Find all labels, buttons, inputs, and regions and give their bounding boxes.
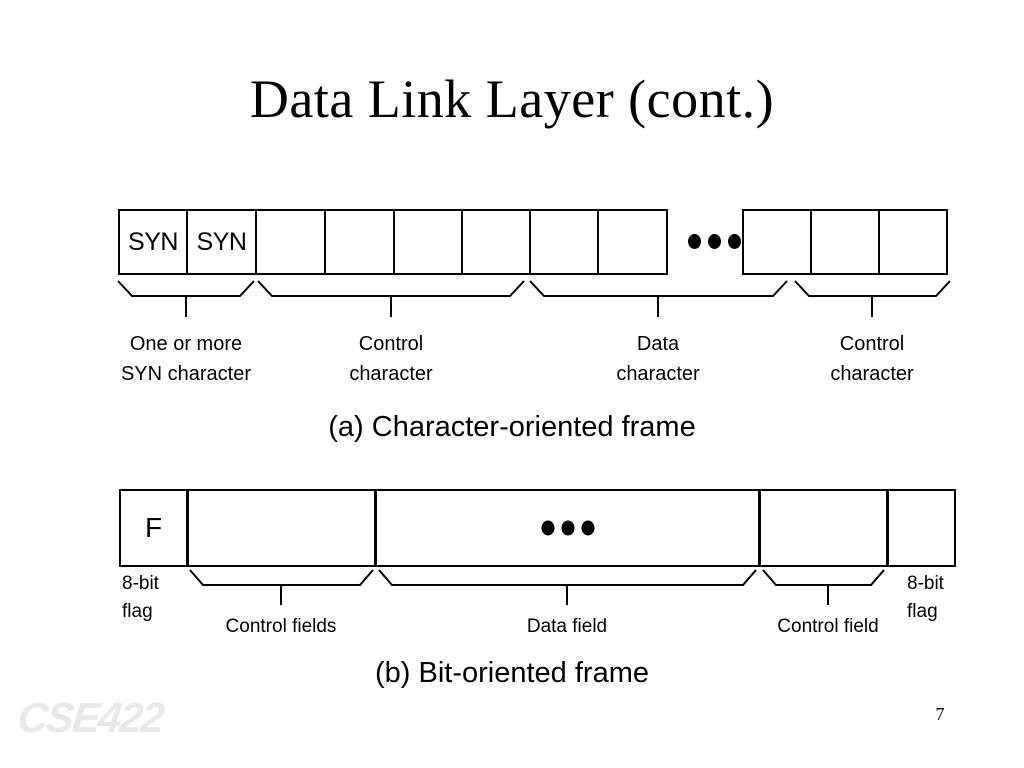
page-title: Data Link Layer (cont.) — [249, 69, 775, 129]
left-flag-line2: flag — [122, 601, 153, 622]
group-label-line1: One or more — [129, 333, 243, 355]
frame-a-cell-4 — [325, 209, 395, 275]
group-label-line1: Control — [839, 333, 905, 355]
frame-a-cell-10 — [811, 209, 880, 275]
frame-a-cell-11 — [879, 209, 948, 275]
frame-a-group-label-data: Data character — [578, 329, 738, 389]
frame-a-group-label-control-1: Control character — [311, 329, 471, 389]
frame-b-cell-data-field — [375, 489, 760, 567]
figure-b-caption: (b) Bit-oriented frame — [375, 657, 649, 689]
frame-a-cell-5 — [394, 209, 463, 275]
frame-b-cell-control-field — [759, 489, 888, 567]
frame-b-field-label-control-field: Control field — [777, 616, 879, 637]
frame-a-ellipsis-icon — [688, 234, 741, 249]
group-label-line1: Data — [636, 333, 680, 355]
frame-b-right-flag-label: 8-bit flag — [907, 570, 944, 626]
frame-a-group-label-control-2: Control character — [792, 329, 952, 389]
group-label-line2: character — [616, 363, 700, 385]
right-flag-line2: flag — [907, 601, 938, 622]
group-label-line1: Control — [358, 333, 424, 355]
frame-a-cell-6 — [462, 209, 531, 275]
frame-a-cell-syn-2: SYN — [187, 209, 257, 275]
frame-a-cell-3 — [256, 209, 326, 275]
right-flag-line1: 8-bit — [907, 573, 944, 594]
frame-b-flag-letter: F — [144, 512, 163, 543]
page-number: 7 — [935, 704, 945, 724]
left-flag-line1: 8-bit — [122, 573, 159, 594]
frame-a-cell-9 — [742, 209, 812, 275]
frame-a-group-label-syn: One or more SYN character — [96, 329, 276, 389]
group-label-line2: SYN character — [120, 363, 252, 385]
frame-a-cell-8 — [598, 209, 668, 275]
cse422-watermark-logo: CSE422 — [15, 694, 165, 741]
group-label-line2: character — [830, 363, 914, 385]
group-label-line2: character — [349, 363, 433, 385]
frame-b-left-flag-label: 8-bit flag — [122, 570, 159, 626]
frame-b-ellipsis-icon — [541, 520, 594, 536]
frame-b-cell-control-fields — [187, 489, 376, 567]
frame-b-cell-flag-right — [887, 489, 956, 567]
frame-b-cell-flag-left: F — [119, 489, 188, 567]
frame-b-field-label-control-fields: Control fields — [225, 616, 337, 637]
figure-a-caption: (a) Character-oriented frame — [328, 411, 696, 443]
frame-a-cell-7 — [530, 209, 599, 275]
frame-b-field-label-data-field: Data field — [526, 616, 608, 637]
frame-a-cell-syn-1: SYN — [118, 209, 188, 275]
frame-a-cell-label: SYN — [128, 228, 178, 256]
frame-a-cell-label: SYN — [196, 228, 247, 256]
